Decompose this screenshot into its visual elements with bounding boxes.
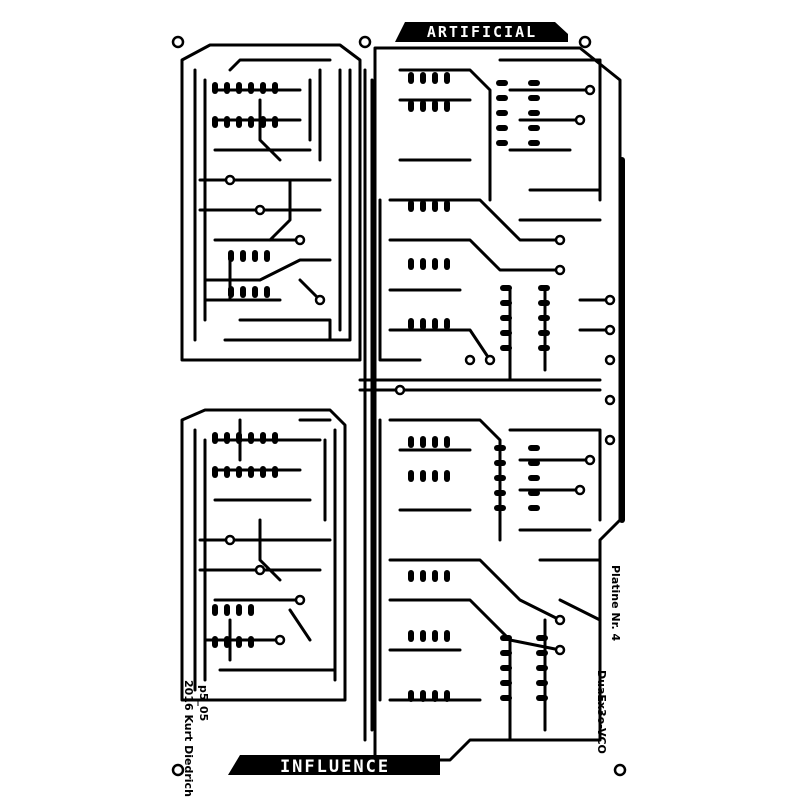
ic-footprint-u10	[494, 445, 540, 511]
board-number-label: Platine Nr. 4	[609, 565, 622, 641]
ic-footprint-u6	[408, 200, 450, 330]
ic-footprint-u1	[212, 82, 278, 128]
ic-footprint-u8	[500, 285, 550, 351]
board-outline-lower-left	[180, 408, 347, 702]
ic-footprint-u2	[228, 250, 270, 298]
board-outline-right	[373, 46, 622, 762]
board-title-bottom: INFLUENCE	[280, 757, 390, 777]
revision-label: p5_05	[197, 685, 210, 721]
module-code-label: DuaEx3o-VCO	[595, 670, 608, 754]
bottom-banner-shape	[228, 755, 440, 775]
ic-footprint-u5	[408, 72, 450, 112]
top-banner-shape	[395, 22, 568, 42]
board-outline-upper-left	[180, 43, 362, 362]
ic-footprint-u4	[212, 604, 254, 648]
via-holes	[171, 35, 627, 777]
board-title-top: ARTIFICIAL	[427, 23, 537, 41]
author-label: 2016 Kurt Diedrich	[182, 680, 195, 797]
ic-footprint-u11	[500, 635, 548, 701]
ic-footprint-u9	[408, 436, 450, 702]
ic-footprint-u3	[212, 432, 278, 478]
ic-footprint-u7	[496, 80, 540, 146]
